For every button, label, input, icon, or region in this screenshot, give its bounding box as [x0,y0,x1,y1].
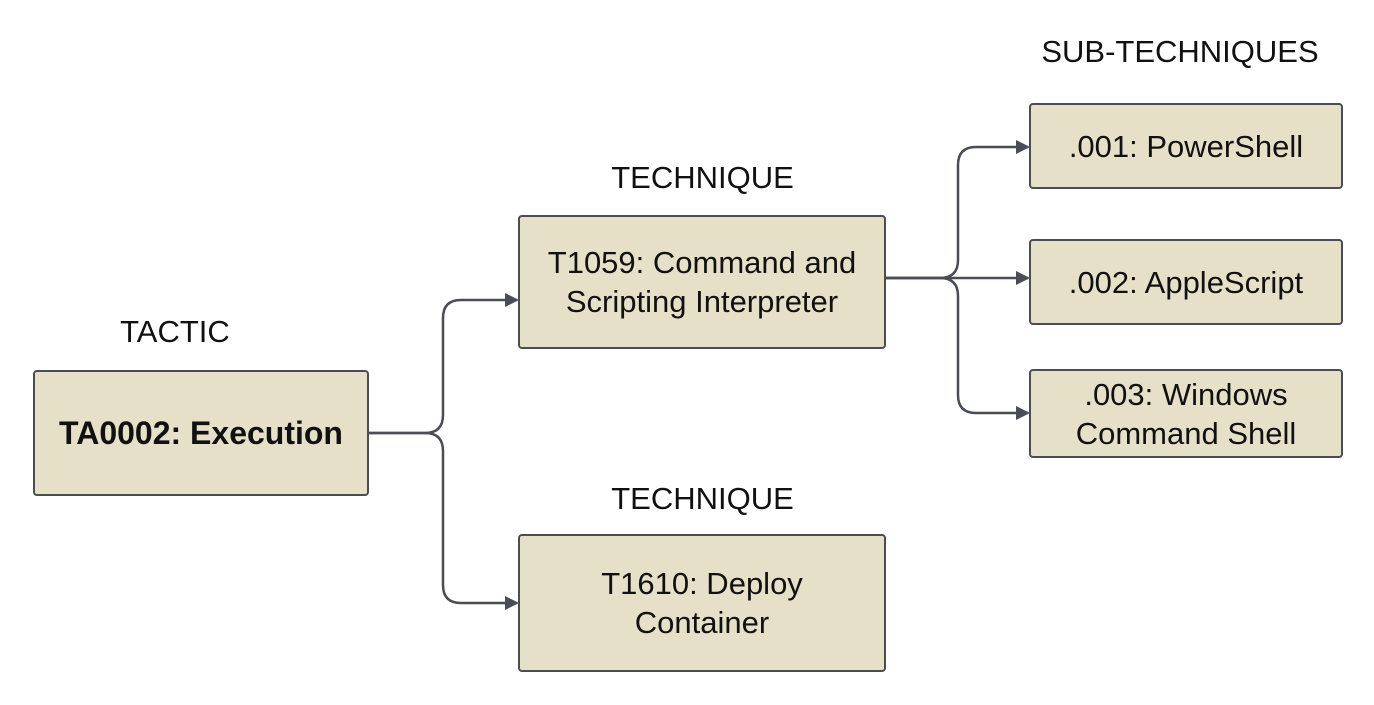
tactic-heading: TACTIC [120,314,230,349]
node-label-line2: Scripting Interpreter [565,284,839,319]
technique-heading-1: TECHNIQUE [611,160,794,195]
tactic-node-label: TA0002: Execution [59,414,343,451]
edge-tactic-to-t1059 [368,293,519,435]
sub-technique-002-node[interactable]: .002: AppleScript [1029,239,1343,325]
edge-tactic-to-t1610 [368,431,519,610]
technique-t1610-node[interactable]: T1610: Deploy Container [518,534,886,672]
technique-t1059-node[interactable]: T1059: Command and Scripting Interpreter [518,215,886,349]
sub-techniques-heading: SUB-TECHNIQUES [1041,34,1319,69]
node-label-line1: .003: Windows [1084,376,1288,412]
edge-t1059-to-003 [885,276,1030,420]
node-label: .001: PowerShell [1068,128,1304,164]
sub-technique-003-node[interactable]: .003: Windows Command Shell [1029,369,1343,458]
node-label-line1: T1610: Deploy [601,566,803,601]
node-label-line2: Container [634,605,770,640]
edge-t1059-to-001 [885,140,1030,280]
node-label-line1: T1059: Command and [547,245,857,280]
tactic-node[interactable]: TA0002: Execution [33,370,369,496]
technique-heading-2: TECHNIQUE [611,481,794,516]
sub-technique-001-node[interactable]: .001: PowerShell [1029,103,1343,189]
node-label-line2: Command Shell [1075,415,1297,451]
node-label: .002: AppleScript [1068,264,1304,300]
